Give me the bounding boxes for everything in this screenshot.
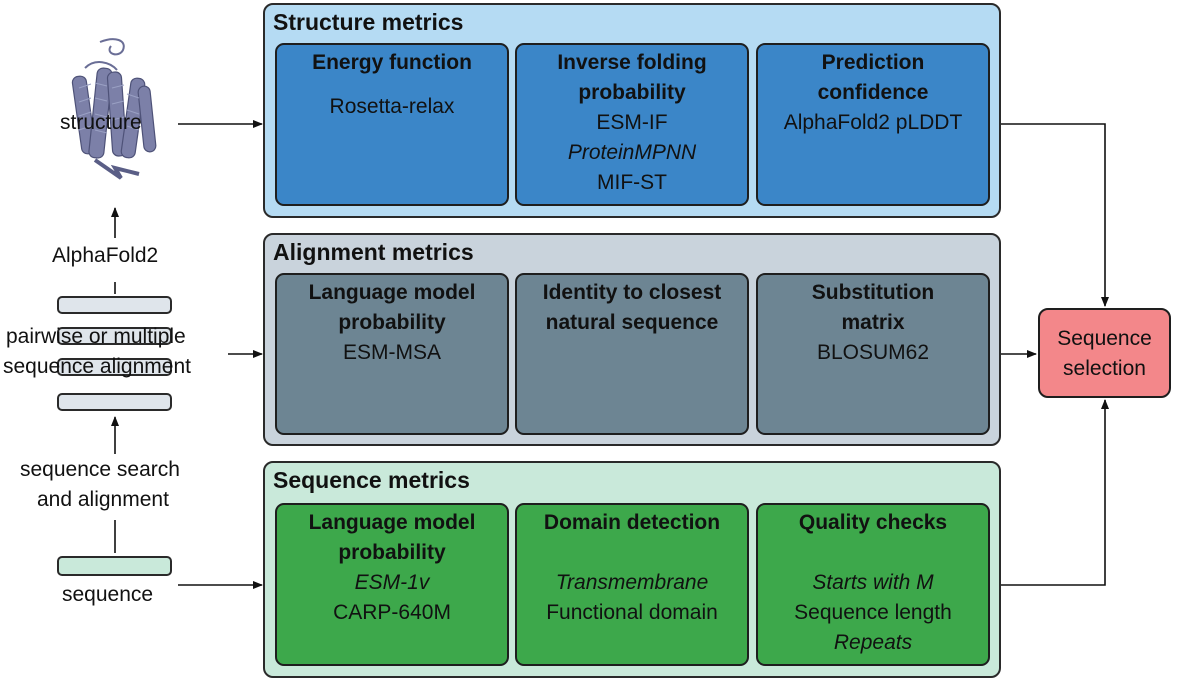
sequence-bar	[57, 556, 172, 576]
box-title: confidence	[817, 81, 929, 104]
quality-checks-box: Quality checks Starts with M Sequence len…	[756, 503, 990, 666]
box-title: Inverse folding	[557, 51, 707, 74]
metric-item: MIF-ST	[597, 171, 667, 194]
metric-item: ESM-1v	[354, 571, 430, 594]
arrow-sequence-to-selection	[1001, 399, 1109, 586]
alphafold-label: AlphaFold2	[52, 244, 159, 267]
structure-label: structure	[60, 111, 142, 134]
box-title: probability	[338, 311, 446, 334]
metric-item: AlphaFold2 pLDDT	[783, 111, 963, 134]
box-title: Identity to closest	[542, 281, 722, 304]
box-title: Energy function	[312, 51, 472, 74]
metric-item: ProteinMPNN	[567, 141, 697, 164]
box-title: Language model	[308, 281, 476, 304]
metric-item: CARP-640M	[333, 601, 451, 624]
structure-panel-title: Structure metrics	[273, 9, 464, 35]
box-title: Domain detection	[543, 511, 721, 534]
search-label-line2: and alignment	[37, 488, 169, 511]
box-title: probability	[578, 81, 686, 104]
box-title: probability	[338, 541, 446, 564]
metric-item: Transmembrane	[555, 571, 709, 594]
identity-box: Identity to closest natural sequence	[515, 273, 749, 435]
arrow-structure-to-selection	[1001, 123, 1109, 307]
sequence-panel-title: Sequence metrics	[273, 467, 470, 493]
alignment-label-line2: sequence alignment	[3, 355, 191, 378]
metric-item: Repeats	[833, 631, 913, 654]
alignment-label-line1: pairwise or multiple	[6, 325, 186, 348]
metric-item: Sequence length	[794, 601, 952, 624]
metric-item: Rosetta-relax	[329, 95, 455, 118]
alignment-bar	[57, 358, 172, 376]
alignment-bar	[57, 327, 172, 345]
box-title: natural sequence	[545, 311, 719, 334]
selection-line2: selection	[1063, 357, 1146, 380]
metric-item: Functional domain	[546, 601, 718, 624]
metric-item: Starts with M	[812, 571, 934, 594]
alignment-panel-title: Alignment metrics	[273, 239, 474, 265]
metric-item: ESM-MSA	[342, 341, 441, 364]
protein-structure-icon	[71, 38, 157, 180]
box-title: matrix	[841, 311, 905, 334]
box-title: Substitution	[811, 281, 935, 304]
metric-item: BLOSUM62	[816, 341, 930, 364]
box-title: Quality checks	[798, 511, 948, 534]
search-label-line1: sequence search	[20, 458, 180, 481]
sequence-selection-box: Sequence selection	[1038, 308, 1171, 398]
alignment-bar	[57, 296, 172, 314]
sequence-label: sequence	[62, 583, 154, 606]
selection-line1: Sequence	[1057, 327, 1152, 350]
alignment-bar	[57, 393, 172, 411]
box-title: Prediction	[821, 51, 925, 74]
metric-item: ESM-IF	[596, 111, 668, 134]
box-title: Language model	[308, 511, 476, 534]
